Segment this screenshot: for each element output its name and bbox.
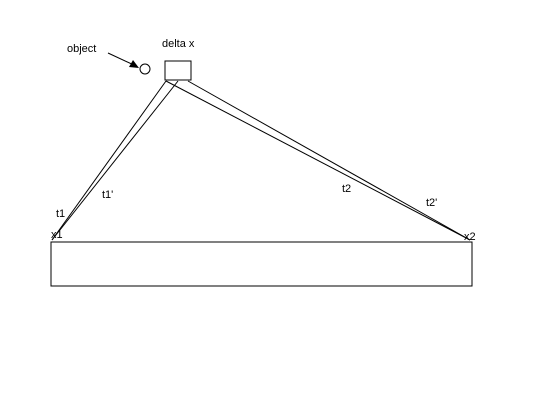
base-bar bbox=[50, 241, 473, 287]
object-circle bbox=[139, 63, 151, 75]
ray-t1-prime bbox=[51, 80, 179, 241]
object-arrow-head bbox=[129, 60, 139, 68]
delta-x-label: delta x bbox=[162, 38, 195, 50]
object-label: object bbox=[67, 43, 96, 55]
delta-x-box bbox=[164, 60, 192, 81]
ray-t2-prime bbox=[187, 80, 471, 241]
ray-t1 bbox=[51, 80, 167, 241]
t1-label: t1 bbox=[56, 208, 65, 220]
x1-label: x1 bbox=[51, 229, 63, 241]
t1-prime-label: t1' bbox=[102, 189, 113, 201]
t2-label: t2 bbox=[342, 183, 351, 195]
t2-prime-label: t2' bbox=[426, 197, 437, 209]
x2-label: x2 bbox=[464, 231, 476, 243]
ray-t2 bbox=[165, 80, 471, 241]
